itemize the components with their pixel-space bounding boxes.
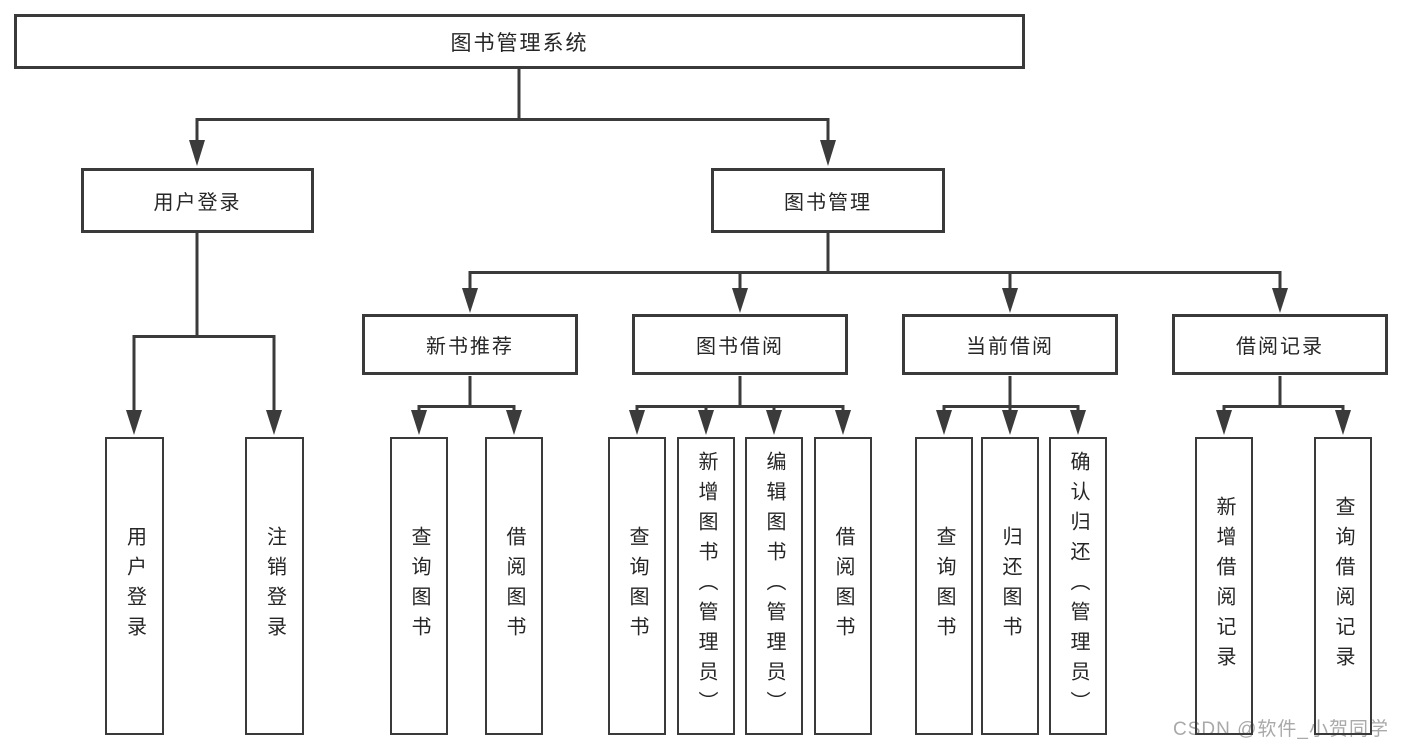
node-new-book-recommend: 新书推荐 — [362, 314, 578, 375]
arrow-down-icon — [732, 288, 748, 313]
leaf-query-books-recommend: 查询图书 — [390, 437, 448, 735]
connector-book-borrow — [629, 376, 851, 435]
arrow-down-icon — [506, 410, 522, 435]
node-book-borrow: 图书借阅 — [632, 314, 848, 375]
leaf-query-books-current: 查询图书 — [915, 437, 973, 735]
leaf-borrow-books-borrow: 借阅图书 — [814, 437, 872, 735]
node-new-book-recommend-label: 新书推荐 — [426, 336, 514, 358]
leaf-add-book-admin: 新增图书（管理员） — [677, 437, 735, 735]
connector-new-book-recommend — [411, 376, 522, 435]
arrow-down-icon — [698, 410, 714, 435]
leaf-borrow-books-recommend: 借阅图书 — [485, 437, 543, 735]
connector-book-management — [462, 233, 1288, 313]
leaf-query-books-current-label: 查询图书 — [933, 526, 955, 646]
arrow-down-icon — [1335, 410, 1351, 435]
arrow-down-icon — [266, 410, 282, 435]
arrow-down-icon — [1272, 288, 1288, 313]
connector-current-borrow — [936, 376, 1086, 435]
arrow-down-icon — [835, 410, 851, 435]
leaf-query-books-borrow: 查询图书 — [608, 437, 666, 735]
arrow-down-icon — [1002, 410, 1018, 435]
node-book-management: 图书管理 — [711, 168, 945, 233]
leaf-edit-book-admin-label: 编辑图书（管理员） — [763, 451, 785, 721]
leaf-confirm-return-admin: 确认归还（管理员） — [1049, 437, 1107, 735]
leaf-return-book-label: 归还图书 — [999, 526, 1021, 646]
connector-root — [189, 69, 836, 166]
leaf-return-book: 归还图书 — [981, 437, 1039, 735]
leaf-borrow-books-recommend-label: 借阅图书 — [503, 526, 525, 646]
arrow-down-icon — [1070, 410, 1086, 435]
arrow-down-icon — [936, 410, 952, 435]
node-book-management-label: 图书管理 — [784, 192, 872, 214]
leaf-add-book-admin-label: 新增图书（管理员） — [695, 451, 717, 721]
arrow-down-icon — [820, 140, 836, 166]
arrow-down-icon — [189, 140, 205, 166]
arrow-down-icon — [462, 288, 478, 313]
node-book-borrow-label: 图书借阅 — [696, 336, 784, 358]
leaf-query-books-borrow-label: 查询图书 — [626, 526, 648, 646]
node-root-label: 图书管理系统 — [450, 31, 589, 55]
arrow-down-icon — [766, 410, 782, 435]
connector-borrow-records — [1216, 376, 1351, 435]
node-borrow-records-label: 借阅记录 — [1236, 336, 1324, 358]
leaf-add-borrow-record-label: 新增借阅记录 — [1213, 496, 1235, 676]
node-user-login: 用户登录 — [81, 168, 314, 233]
node-root: 图书管理系统 — [14, 14, 1025, 69]
arrow-down-icon — [126, 410, 142, 435]
arrow-down-icon — [1002, 288, 1018, 313]
leaf-add-borrow-record: 新增借阅记录 — [1195, 437, 1253, 735]
leaf-logout-label: 注销登录 — [263, 526, 286, 646]
node-current-borrow: 当前借阅 — [902, 314, 1118, 375]
arrow-down-icon — [629, 410, 645, 435]
leaf-edit-book-admin: 编辑图书（管理员） — [745, 437, 803, 735]
leaf-user-login: 用户登录 — [105, 437, 164, 735]
leaf-user-login-label: 用户登录 — [123, 526, 146, 646]
leaf-query-borrow-record: 查询借阅记录 — [1314, 437, 1372, 735]
leaf-borrow-books-borrow-label: 借阅图书 — [832, 526, 854, 646]
node-borrow-records: 借阅记录 — [1172, 314, 1388, 375]
leaf-confirm-return-admin-label: 确认归还（管理员） — [1067, 451, 1089, 721]
connector-user-login — [126, 233, 282, 435]
arrow-down-icon — [411, 410, 427, 435]
leaf-query-borrow-record-label: 查询借阅记录 — [1332, 496, 1354, 676]
arrow-down-icon — [1216, 410, 1232, 435]
node-user-login-label: 用户登录 — [153, 192, 242, 214]
node-current-borrow-label: 当前借阅 — [966, 336, 1054, 358]
leaf-query-books-recommend-label: 查询图书 — [408, 526, 430, 646]
leaf-logout: 注销登录 — [245, 437, 304, 735]
